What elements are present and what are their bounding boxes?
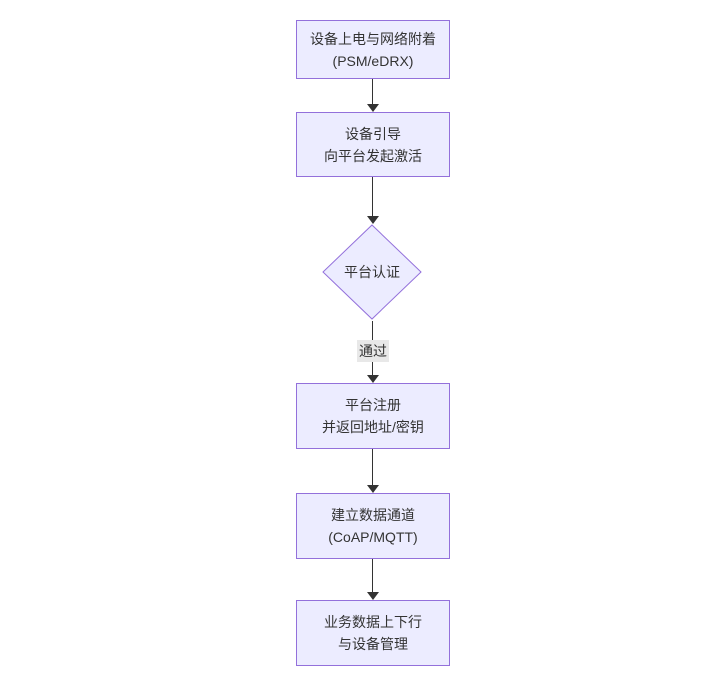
edge-label-pass: 通过 [357,340,389,362]
node-label-line: 与设备管理 [338,636,408,652]
node-label-line: 向平台发起激活 [324,147,422,164]
node-label-line: 业务数据上下行 [324,614,422,630]
arrowhead-down-icon [367,485,379,493]
node-label-line: (CoAP/MQTT) [328,529,418,545]
node-bootstrap: 设备引导 向平台发起激活 [296,112,450,177]
arrowhead-down-icon [367,375,379,383]
edge-line [372,177,373,216]
node-label-line: 建立数据通道 [331,507,415,523]
edge-line [372,79,373,104]
node-data-channel: 建立数据通道 (CoAP/MQTT) [296,493,450,559]
arrowhead-down-icon [367,104,379,112]
node-label-line: 平台注册 [345,397,401,413]
arrowhead-down-icon [367,592,379,600]
node-label-line: (PSM/eDRX) [332,52,414,69]
decision-platform-auth: 平台认证 [322,224,422,320]
node-platform-register: 平台注册 并返回地址/密钥 [296,383,450,449]
arrowhead-down-icon [367,216,379,224]
edge-line [372,559,373,592]
node-label-line: 设备上电与网络附着 [310,30,436,47]
node-label-line: 设备引导 [345,125,401,142]
node-business-data: 业务数据上下行 与设备管理 [296,600,450,666]
node-label-line: 并返回地址/密钥 [322,419,424,435]
node-power-attach: 设备上电与网络附着 (PSM/eDRX) [296,20,450,79]
edge-line [372,449,373,485]
diamond-shape [322,224,422,320]
node-label-line: 平台认证 [344,264,400,280]
